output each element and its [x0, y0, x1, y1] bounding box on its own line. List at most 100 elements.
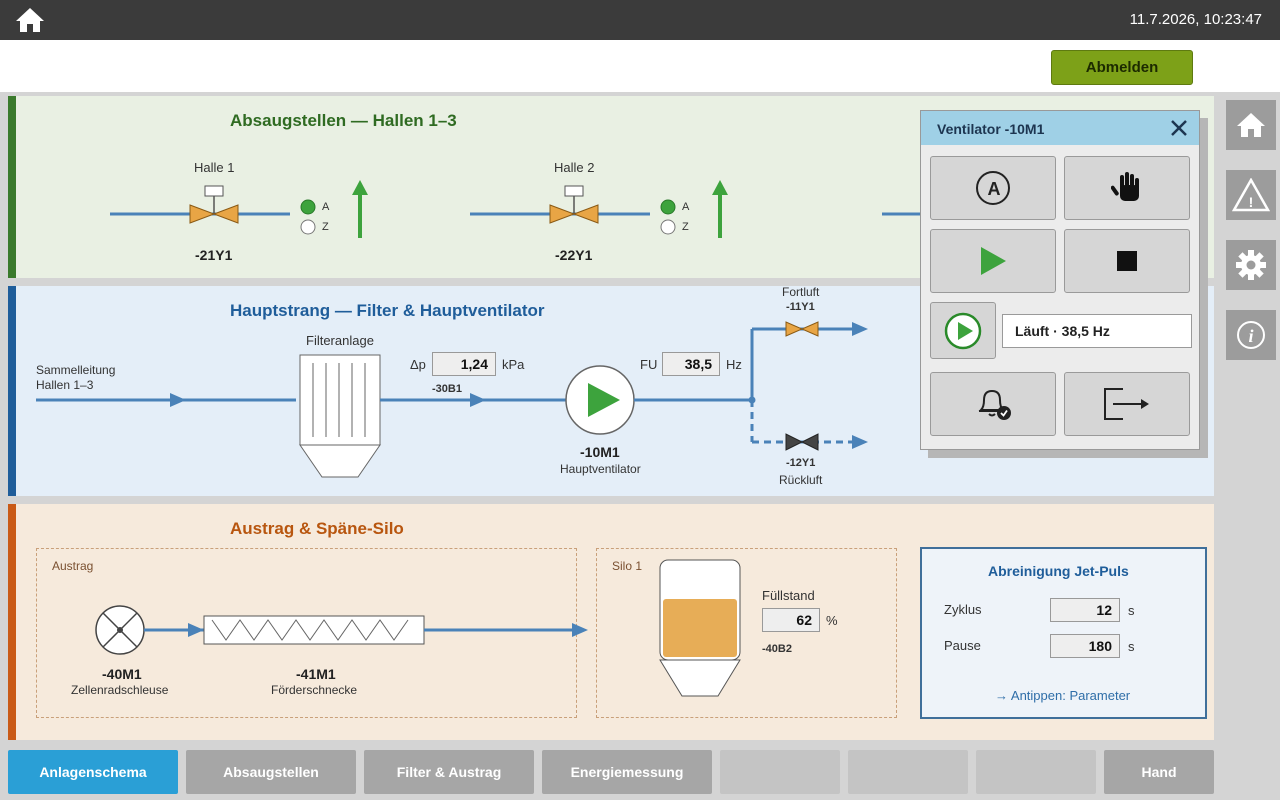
flow-up-arrow-1: [352, 180, 368, 238]
tab-anlagenschema[interactable]: Anlagenschema: [8, 750, 178, 794]
tab-absaugstellen[interactable]: Absaugstellen: [186, 750, 356, 794]
level-sensor-tag: -40B2: [762, 643, 792, 655]
close-icon: [1171, 120, 1187, 136]
status-closed-lamp-1: [300, 219, 316, 235]
cycle-value-field[interactable]: 12: [1050, 598, 1120, 622]
gear-icon: [1236, 250, 1266, 280]
running-status-button[interactable]: [930, 302, 996, 359]
inlet-label-text: Sammelleitung Hallen 1–3: [36, 363, 116, 392]
sidebar-home-button[interactable]: [1226, 100, 1276, 150]
silo-group: [596, 548, 897, 718]
level-label: Füllstand: [762, 588, 815, 603]
rotary-valve-label: Zellenradschleuse: [71, 683, 169, 697]
datetime-display: 11.7.2026, 10:23:47: [1129, 11, 1262, 28]
tab-empty-3[interactable]: [976, 750, 1096, 794]
fan-control-popup: Ventilator -10M1 A Läuft · 38,5 Hz: [920, 110, 1200, 450]
valve-11Y1[interactable]: [785, 321, 819, 337]
valve-12Y1[interactable]: [785, 433, 819, 451]
discharge-diagram: [95, 559, 741, 697]
dp-value-field[interactable]: 1,24: [432, 352, 496, 376]
return-valve-tag: -12Y1: [786, 457, 816, 469]
auto-mode-letter: A: [987, 179, 1001, 199]
sidebar-settings-button[interactable]: [1226, 240, 1276, 290]
popup-close-button[interactable]: [1169, 118, 1189, 138]
manual-mode-button[interactable]: [1064, 156, 1190, 220]
dp-label: Δp: [410, 357, 426, 372]
cycle-unit: s: [1128, 603, 1135, 618]
status-open-lamp-2: [660, 199, 676, 215]
silo-1[interactable]: [659, 559, 741, 697]
section-suction-title: Absaugstellen — Hallen 1–3: [230, 111, 457, 130]
exhaust-valve-tag: -11Y1: [786, 301, 815, 313]
section-main-title: Hauptstrang — Filter & Hauptventilator: [230, 301, 545, 320]
screw-conveyor-label: Förderschnecke: [271, 683, 358, 697]
main-fan-10M1[interactable]: [565, 365, 635, 435]
auto-mode-button[interactable]: A: [930, 156, 1056, 220]
screw-conveyor-tag: -41M1: [296, 666, 336, 682]
alarm-acknowledge-button[interactable]: [930, 372, 1056, 436]
fu-value-field[interactable]: 38,5: [662, 352, 720, 376]
svg-text:i: i: [1248, 326, 1253, 346]
main-line-diagram: [36, 321, 868, 478]
pause-label: Pause: [944, 638, 981, 653]
play-icon: [981, 247, 1006, 275]
running-status-field: Läuft · 38,5 Hz: [1002, 314, 1192, 348]
flow-up-arrow-2: [712, 180, 728, 238]
pause-unit: s: [1128, 639, 1135, 654]
running-status-text: Läuft · 38,5 Hz: [1015, 323, 1110, 339]
tab-empty-2[interactable]: [848, 750, 968, 794]
discharge-group-label: Austrag: [52, 559, 94, 573]
tab-energiemessung[interactable]: Energiemessung: [542, 750, 712, 794]
silo-group-label: Silo 1: [612, 559, 643, 573]
jet-pulse-panel[interactable]: [920, 547, 1207, 719]
lamp-z-label-2: Z: [682, 221, 689, 233]
status-open-lamp-1: [300, 199, 316, 215]
svg-text:!: !: [1249, 194, 1254, 210]
status-closed-lamp-2: [660, 219, 676, 235]
cycle-label: Zyklus: [944, 602, 982, 617]
return-label: Rückluft: [779, 473, 823, 487]
filter-unit[interactable]: [299, 354, 381, 478]
hand-icon: [1111, 172, 1139, 201]
section-discharge-title: Austrag & Späne-Silo: [230, 519, 404, 538]
tab-filter-austrag[interactable]: Filter & Austrag: [364, 750, 534, 794]
exit-button[interactable]: [1064, 372, 1190, 436]
lamp-a-label-2: A: [682, 201, 690, 213]
start-button[interactable]: [930, 229, 1056, 293]
hall-2-label: Halle 2: [554, 160, 595, 175]
screw-conveyor-41M1[interactable]: [203, 615, 425, 645]
sidebar-info-button[interactable]: i: [1226, 310, 1276, 360]
sidebar-alarm-button[interactable]: !: [1226, 170, 1276, 220]
exhaust-label: Fortluft: [782, 285, 820, 299]
fan-label: Hauptventilator: [560, 462, 641, 476]
rotary-valve-40M1[interactable]: [95, 605, 145, 655]
valve-22Y1[interactable]: [549, 185, 599, 224]
popup-header: Ventilator -10M1: [921, 111, 1199, 145]
home-icon: [1237, 113, 1265, 137]
level-unit: %: [826, 613, 838, 628]
tab-empty-1[interactable]: [720, 750, 840, 794]
pause-value-field[interactable]: 180: [1050, 634, 1120, 658]
fu-label: FU: [640, 357, 658, 372]
valve-21Y1[interactable]: [189, 185, 239, 224]
logout-button[interactable]: Abmelden: [1051, 50, 1193, 85]
home-icon[interactable]: [14, 6, 46, 34]
bell-check-icon: [978, 389, 1011, 420]
filter-label: Filteranlage: [306, 333, 374, 348]
stop-button[interactable]: [1064, 229, 1190, 293]
inlet-label: Sammelleitung Hallen 1–3: [36, 363, 115, 393]
stop-icon: [1117, 251, 1137, 271]
exit-icon: [1104, 388, 1149, 420]
top-bar: 11.7.2026, 10:23:47: [0, 0, 1280, 40]
info-icon: i: [1237, 321, 1265, 349]
tab-hand[interactable]: Hand: [1104, 750, 1214, 794]
lamp-z-label-1: Z: [322, 221, 329, 233]
hall-1-label: Halle 1: [194, 160, 235, 175]
fan-tag: -10M1: [580, 444, 620, 460]
suction-diagram: [110, 180, 920, 238]
popup-title: Ventilator -10M1: [937, 121, 1045, 137]
rotary-valve-tag: -40M1: [102, 666, 142, 682]
warning-icon: !: [1232, 178, 1270, 212]
parameter-hint-link[interactable]: → Antippen: Parameter: [995, 688, 1131, 703]
level-value-field[interactable]: 62: [762, 608, 820, 632]
